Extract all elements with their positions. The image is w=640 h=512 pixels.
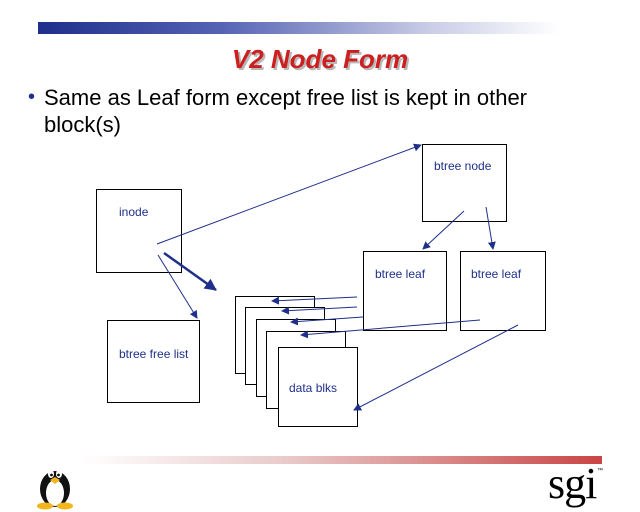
arrow-right-leaf-to-front-block xyxy=(353,324,519,411)
bullet-text: Same as Leaf form except free list is ke… xyxy=(44,85,528,137)
inode-box xyxy=(96,189,182,273)
trademark-mark: ™ xyxy=(597,468,603,474)
btree-free-list-box xyxy=(107,320,200,403)
arrow-leaf-to-block-3 xyxy=(290,316,364,326)
btree-node-box xyxy=(422,144,507,222)
arrow-inode-to-free-list xyxy=(157,254,198,319)
btree-leaf-right-box xyxy=(460,251,546,331)
data-block-front xyxy=(278,347,358,427)
data-blks-label: data blks xyxy=(289,381,338,395)
bullet-dot-icon: • xyxy=(28,86,36,108)
btree-leaf-right-label: btree leaf xyxy=(471,267,522,281)
inode-label: inode xyxy=(119,205,149,219)
top-gradient-bar xyxy=(38,22,560,34)
slide-title: V2 Node Form xyxy=(231,44,409,74)
arrow-inode-to-data-blocks xyxy=(163,251,217,292)
sgi-logo: sgi xyxy=(548,459,597,508)
tux-penguin-icon xyxy=(37,470,73,510)
arrow-leaf-to-block-1 xyxy=(271,296,358,305)
arrow-inode-to-btree-node xyxy=(156,143,422,245)
bottom-gradient-bar xyxy=(82,456,602,464)
arrow-right-leaf-to-block-4 xyxy=(300,319,481,339)
btree-leaf-left-label: btree leaf xyxy=(375,267,426,281)
arrow-leaf-to-block-2 xyxy=(281,306,358,315)
btree-free-list-label: btree free list xyxy=(119,347,189,361)
arrow-node-to-leaf-right xyxy=(485,206,496,250)
btree-node-label: btree node xyxy=(434,159,492,173)
btree-leaf-left-box xyxy=(363,251,447,331)
arrow-node-to-leaf-left xyxy=(422,210,465,250)
